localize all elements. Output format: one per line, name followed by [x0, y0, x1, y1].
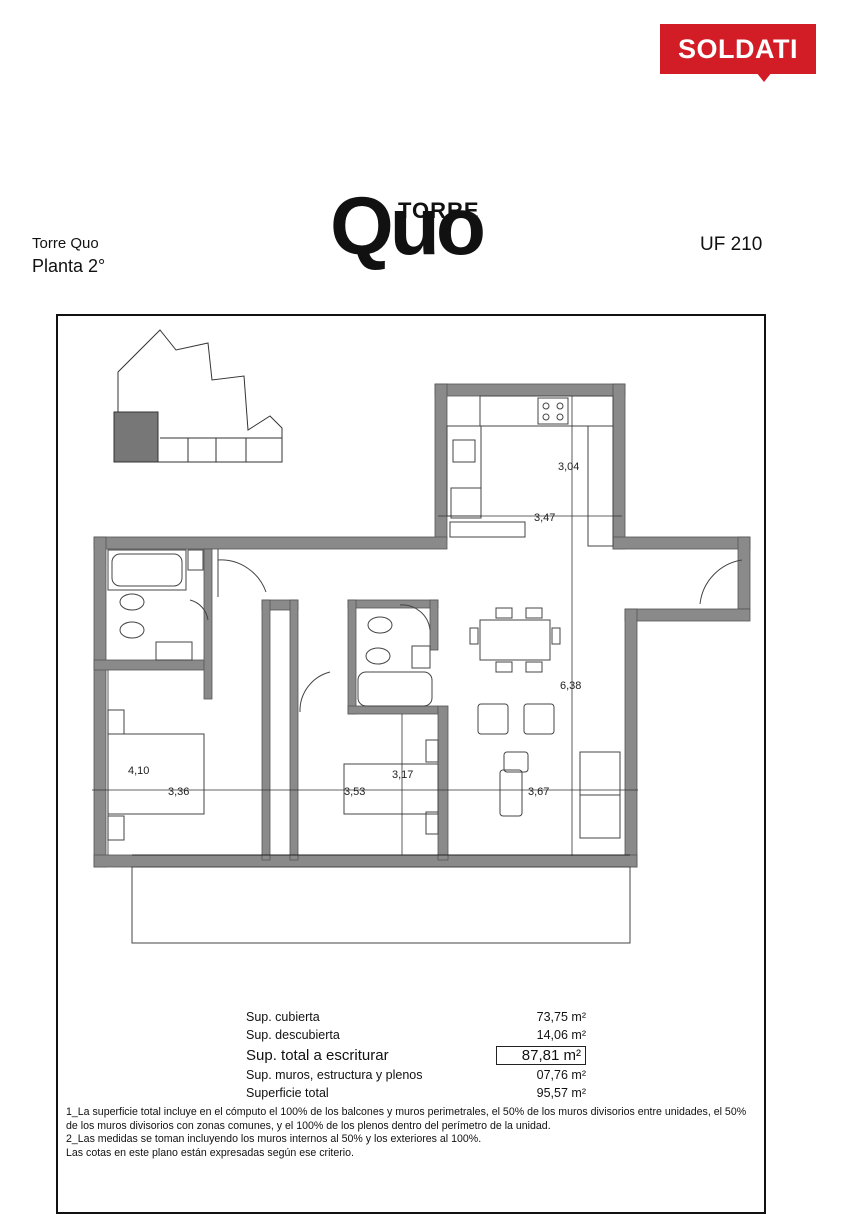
torre-quo-logo-quo: Quo — [330, 181, 486, 272]
note-2: 2_Las medidas se toman incluyendo los mu… — [66, 1133, 482, 1145]
dim-bed2-width: 3,53 — [344, 786, 365, 798]
fixtures — [107, 395, 743, 856]
floor-label: Planta 2° — [32, 256, 106, 276]
dim-bed1-height: 4,10 — [128, 765, 149, 777]
torre-quo-logo-torre: TORRE — [398, 198, 480, 223]
dim-living-height: 6,38 — [560, 680, 581, 692]
project-name: Torre Quo — [32, 235, 99, 252]
balcony — [131, 866, 631, 944]
logo-pointer — [756, 72, 772, 82]
dimension-lines — [92, 396, 638, 856]
note-3: Las cotas en este plano están expresadas… — [66, 1146, 354, 1159]
soldati-logo: SOLDATI — [660, 24, 816, 74]
dim-kitchen-height: 3,04 — [558, 461, 579, 473]
note-1: 1_La superficie total incluye en el cómp… — [66, 1106, 747, 1132]
walls — [93, 383, 751, 868]
key-plan — [113, 329, 283, 463]
dim-bed2-height: 3,17 — [392, 769, 413, 781]
footnotes: 1_La superficie total incluye en el cómp… — [66, 1106, 756, 1160]
unit-number: UF 210 — [700, 234, 763, 255]
dim-living-width: 3,67 — [528, 786, 549, 798]
dim-kitchen-width: 3,47 — [534, 512, 555, 524]
dim-bed1-width: 3,36 — [168, 786, 189, 798]
